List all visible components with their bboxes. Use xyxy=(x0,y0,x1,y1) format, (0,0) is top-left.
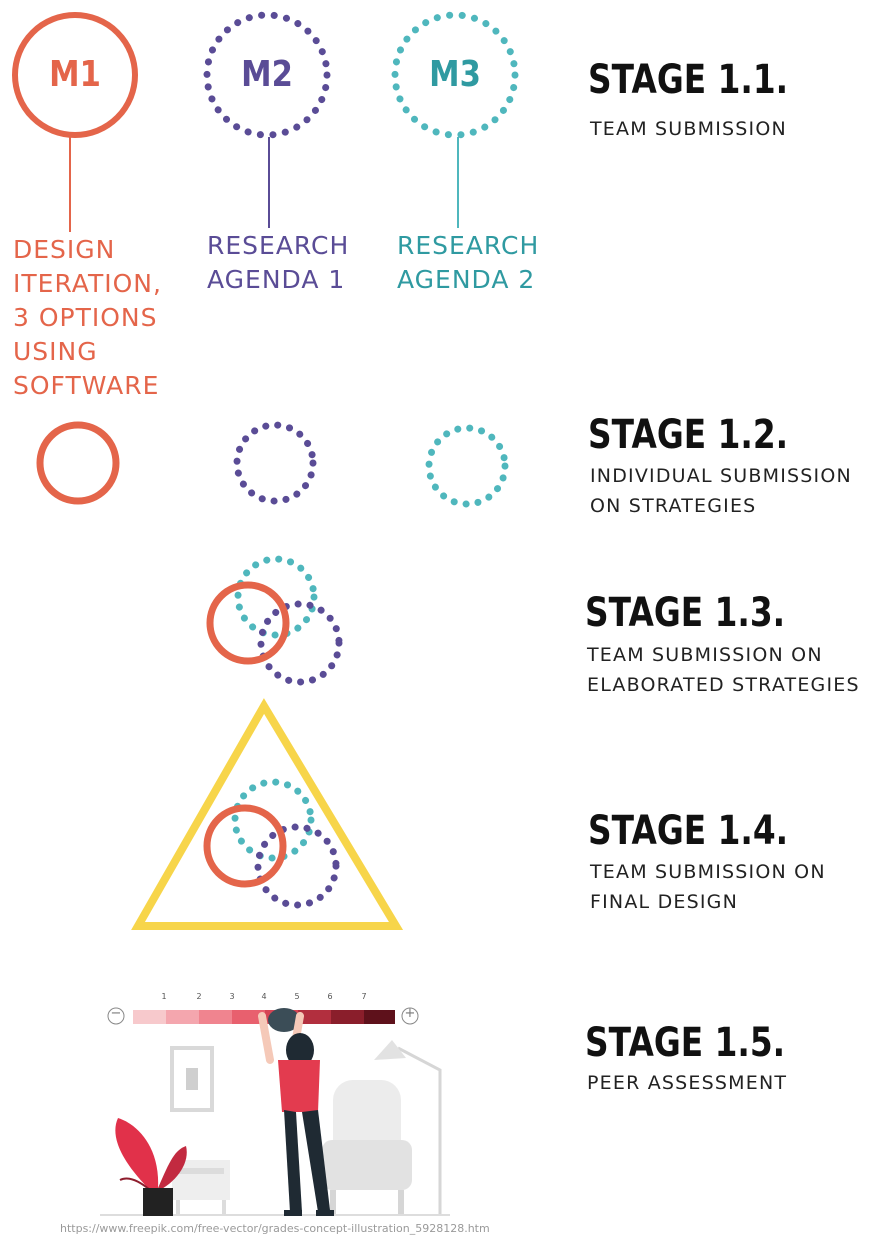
m1-triangle-circle xyxy=(203,804,287,888)
rating-tick-label: 4 xyxy=(261,992,267,1001)
stage-1-3-description: TEAM SUBMISSION ON ELABORATED STRATEGIES xyxy=(587,644,860,696)
rating-tick-label: 1 xyxy=(161,992,167,1001)
minus-button-ring xyxy=(107,1007,125,1025)
plus-button-ring xyxy=(401,1007,419,1025)
stage-1-3-title: STAGE 1.3. xyxy=(585,590,786,636)
m3-triangle-circle xyxy=(231,778,315,862)
stage-1-2-description: INDIVIDUAL SUBMISSION ON STRATEGIES xyxy=(590,465,852,517)
rating-tick-label: 6 xyxy=(327,992,333,1001)
m3-overlap-circle xyxy=(234,555,318,639)
stage-1-4-description: TEAM SUBMISSION ON FINAL DESIGN xyxy=(590,861,826,913)
wall-frame xyxy=(170,1046,214,1112)
rating-tick-label: 3 xyxy=(229,992,235,1001)
stage-1-4-title: STAGE 1.4. xyxy=(588,808,789,854)
stage-1-5-description: PEER ASSESSMENT xyxy=(587,1072,788,1094)
m2-dotted-circle xyxy=(203,11,331,139)
m1-small-circle xyxy=(36,421,120,505)
m1-track-description: DESIGN ITERATION, 3 OPTIONS USING SOFTWA… xyxy=(13,235,162,400)
image-credit: https://www.freepik.com/free-vector/grad… xyxy=(60,1222,490,1235)
rating-tick-label: 7 xyxy=(361,992,367,1001)
peer-assessment-illustration xyxy=(100,1007,450,1216)
minus-button[interactable]: − xyxy=(110,1006,122,1021)
m1-circle xyxy=(12,12,138,138)
stage-1-1-description: TEAM SUBMISSION xyxy=(590,118,787,140)
final-design-triangle xyxy=(131,698,404,930)
plant-pot xyxy=(143,1188,173,1216)
m2-track-description: RESEARCH AGENDA 1 xyxy=(207,231,350,294)
m3-dotted-circle xyxy=(391,11,519,139)
rating-tick-label: 2 xyxy=(196,992,202,1001)
plant-leaf xyxy=(115,1118,159,1190)
m3-track-description: RESEARCH AGENDA 2 xyxy=(397,231,540,294)
stage-1-1-title: STAGE 1.1. xyxy=(588,57,789,103)
m3-small-dotted-circle xyxy=(425,424,509,508)
m2-overlap-circle xyxy=(257,600,343,686)
m2-label: M2 xyxy=(241,54,293,95)
room-floor-line xyxy=(100,1214,450,1216)
rating-tick-label: 5 xyxy=(294,992,300,1001)
m3-label: M3 xyxy=(429,54,481,95)
m1-overlap-circle xyxy=(206,581,290,665)
floor-lamp xyxy=(397,1046,442,1214)
stage-1-2-title: STAGE 1.2. xyxy=(588,412,789,458)
m2-triangle-circle xyxy=(254,823,340,909)
woman-figure xyxy=(258,1008,334,1216)
stage-1-5-title: STAGE 1.5. xyxy=(585,1020,786,1066)
plus-button[interactable]: + xyxy=(404,1006,416,1021)
m1-label: M1 xyxy=(49,54,101,95)
m2-small-dotted-circle xyxy=(233,421,317,505)
